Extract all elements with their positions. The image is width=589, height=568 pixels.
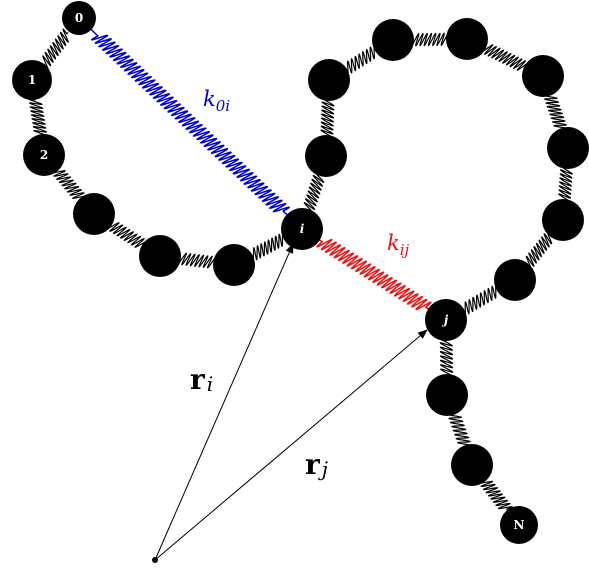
backbone-spring (559, 166, 572, 202)
bead (372, 19, 414, 61)
bead (308, 59, 350, 101)
backbone-spring (51, 169, 86, 201)
spring-k0i-label: k0i (203, 87, 230, 115)
spring-layer (29, 29, 572, 511)
spring-kij-label: kij (387, 231, 410, 259)
bead (139, 235, 181, 277)
backbone-spring (479, 479, 513, 511)
vector-rj-symbol: r (305, 448, 321, 481)
backbone-spring (543, 93, 567, 131)
backbone-spring (462, 284, 500, 316)
bead-j-label: j (442, 313, 449, 327)
bead (446, 18, 488, 60)
bead (305, 135, 347, 177)
spring-kij-subscript: ij (400, 241, 410, 259)
bead (213, 244, 255, 286)
backbone-spring (29, 98, 47, 137)
position-vectors (152, 244, 427, 563)
vector-ri-subscript: i (207, 372, 213, 396)
bead-N-label: N (514, 518, 525, 532)
bead-0-label: 0 (75, 11, 83, 25)
backbone-spring (106, 223, 147, 247)
origin-point (152, 557, 158, 563)
bead (451, 444, 493, 486)
bead-layer (12, 1, 589, 544)
backbone-spring (321, 98, 334, 138)
backbone-spring (526, 231, 552, 270)
spring-k0i-subscript: 0i (216, 97, 231, 115)
spring-k0i-symbol: k (203, 87, 216, 111)
backbone-spring (43, 29, 68, 69)
backbone-spring (440, 338, 453, 377)
bead-labels: 0 1 2 i j N (28, 11, 525, 532)
spring-k0i (91, 29, 291, 218)
backbone-spring (344, 45, 377, 76)
bead-i-label: i (300, 222, 305, 236)
bead (547, 127, 589, 169)
backbone-spring (250, 232, 286, 261)
spring-kij (317, 239, 431, 311)
backbone-spring (178, 253, 217, 268)
backbone-spring (448, 412, 472, 448)
vector-ri-symbol: r (190, 363, 206, 396)
bead (542, 199, 584, 241)
bead (522, 55, 564, 97)
bead-1-label: 1 (28, 73, 36, 87)
backbone-spring (481, 45, 529, 70)
bead-2-label: 2 (40, 148, 48, 162)
vector-ri-arrow (155, 244, 293, 560)
bead (494, 259, 536, 301)
bead (426, 374, 468, 416)
bead (73, 193, 115, 235)
spring-kij-symbol: k (387, 231, 400, 255)
backbone-spring (411, 33, 449, 45)
backbone-spring (304, 172, 323, 214)
